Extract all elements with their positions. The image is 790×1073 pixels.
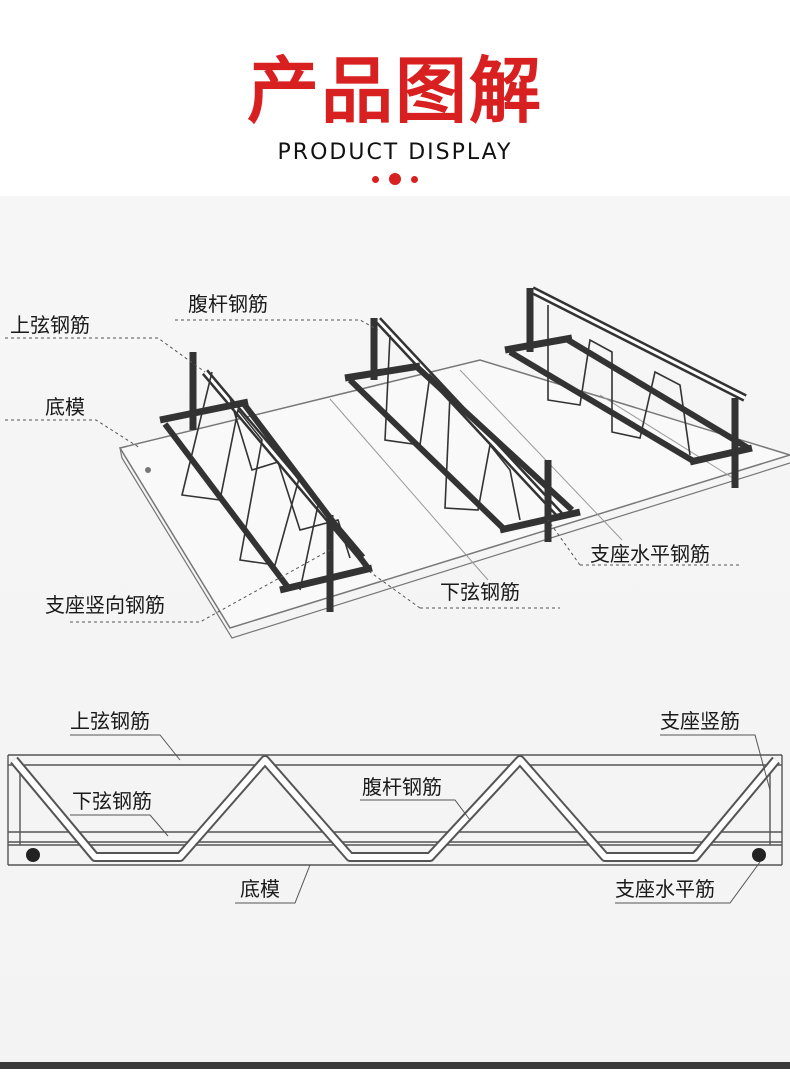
label-side-bottom-chord: 下弦钢筋 <box>72 789 152 813</box>
support-horizontal-bar-left <box>26 848 40 862</box>
diagram-svg: 上弦钢筋 腹杆钢筋 底模 支座水平钢筋 支座竖向钢筋 下弦钢筋 <box>5 286 790 904</box>
label-bottom-chord: 下弦钢筋 <box>440 580 520 604</box>
sheet-bolt <box>145 467 151 473</box>
bottom-bar <box>0 1062 790 1069</box>
label-support-horizontal: 支座水平钢筋 <box>590 542 710 566</box>
bottom-chord-bar <box>8 831 782 843</box>
page-subtitle: PRODUCT DISPLAY <box>277 140 513 165</box>
dot-icon <box>411 175 418 183</box>
label-support-vertical: 支座竖向钢筋 <box>45 593 165 617</box>
label-side-bottom-mold: 底模 <box>240 877 280 901</box>
diagram-panel: 上弦钢筋 腹杆钢筋 底模 支座水平钢筋 支座竖向钢筋 下弦钢筋 <box>0 196 790 1069</box>
label-web-bar: 腹杆钢筋 <box>188 292 268 316</box>
leader-lines-bottom <box>70 734 771 904</box>
support-horizontal-bar-right <box>752 848 766 862</box>
bottom-mold-edge <box>119 447 790 639</box>
header: 产品图解 PRODUCT DISPLAY <box>0 0 790 200</box>
label-side-web-bar: 腹杆钢筋 <box>362 775 442 799</box>
label-side-support-vertical: 支座竖筋 <box>660 709 740 733</box>
leader-lines-top <box>5 319 740 623</box>
truss-3 <box>504 286 753 488</box>
bottom-mold-bar <box>8 844 782 866</box>
top-chord-bar <box>8 754 782 766</box>
label-side-top-chord: 上弦钢筋 <box>70 709 150 733</box>
label-side-support-horizontal: 支座水平筋 <box>615 877 715 901</box>
label-bottom-mold: 底模 <box>45 395 85 419</box>
web-bar-zigzag <box>10 755 780 862</box>
isometric-view: 上弦钢筋 腹杆钢筋 底模 支座水平钢筋 支座竖向钢筋 下弦钢筋 <box>5 286 790 639</box>
sheet-seams <box>329 369 737 581</box>
dot-icon <box>389 173 401 185</box>
truss-2 <box>344 317 581 542</box>
dot-icon <box>372 175 379 183</box>
support-vertical-frames <box>7 755 783 865</box>
label-top-chord: 上弦钢筋 <box>10 313 90 337</box>
page-title: 产品图解 <box>246 49 543 133</box>
side-elevation-view: 上弦钢筋 支座竖筋 下弦钢筋 腹杆钢筋 底模 支座水平筋 <box>7 709 783 904</box>
truss-1 <box>159 352 373 612</box>
title-dots-decoration <box>0 172 790 186</box>
